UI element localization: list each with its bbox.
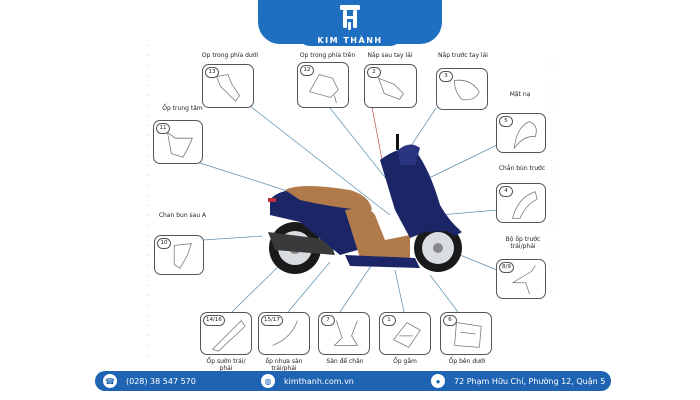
- part-box-4[interactable]: 4: [496, 183, 546, 223]
- part-label-11: Ốp trung tâm: [162, 105, 203, 112]
- part-box-14-16[interactable]: 14/16: [200, 312, 252, 355]
- guide-line-right: [551, 60, 553, 300]
- part-label-3: Nắp trước tay lái: [438, 52, 488, 59]
- part-number-2: 2: [367, 67, 381, 78]
- part-number-6: 6: [443, 315, 457, 326]
- brand-name: KIM THÀNH: [317, 36, 383, 45]
- part-box-8-9[interactable]: 8/9: [496, 259, 546, 299]
- part-box-12[interactable]: 12: [297, 62, 349, 108]
- part-box-10[interactable]: 10: [154, 235, 204, 275]
- part-number-8-9: 8/9: [499, 262, 514, 273]
- part-box-7[interactable]: 7: [318, 312, 370, 355]
- lower-side-cover-sketch-icon: [454, 322, 482, 348]
- part-box-6[interactable]: 6: [440, 312, 492, 355]
- footer-website[interactable]: ◍ kimthanh.com.vn: [261, 371, 354, 391]
- phone-number: (028) 38 547 570: [126, 376, 196, 386]
- rear-fender-sketch-icon: [173, 243, 192, 269]
- side-panel-sketch-icon: [211, 320, 246, 352]
- part-number-14-16: 14/16: [203, 315, 225, 326]
- part-label-13: Op trong phía dưới: [201, 52, 259, 59]
- part-number-1: 1: [382, 315, 396, 326]
- th-monogram-logo-icon: [340, 5, 360, 30]
- front-mask-sketch-icon: [513, 121, 537, 150]
- part-label-4: Chắn bùn trước: [498, 165, 546, 172]
- part-box-15-17[interactable]: 15/17: [258, 312, 310, 355]
- part-label-15-17: ốp nhựa sàn trái/phải: [265, 358, 303, 372]
- part-label-12: Op trong phía trên: [299, 52, 356, 59]
- part-number-13: 13: [205, 67, 219, 78]
- part-label-5: Mặt nạ: [509, 91, 531, 98]
- part-label-2: Nắp sau tay lái: [367, 52, 413, 59]
- inner-lower-panel-sketch-icon: [216, 74, 240, 102]
- part-box-13[interactable]: 13: [202, 64, 254, 108]
- rear-handlebar-cover-sketch-icon: [377, 77, 404, 100]
- part-number-12: 12: [300, 65, 314, 76]
- footer-address[interactable]: ● 72 Phạm Hữu Chí, Phường 12, Quận 5: [431, 371, 605, 391]
- part-label-14-16: Ốp sườn trái/ phải: [206, 358, 246, 372]
- scooter-illustration: [268, 134, 462, 274]
- part-number-7: 7: [321, 315, 335, 326]
- part-label-6: Ốp bên dưới: [448, 358, 486, 365]
- footrest-floor-sketch-icon: [333, 320, 359, 346]
- floor-side-trim-sketch-icon: [272, 320, 298, 346]
- location-pin-icon: ●: [431, 374, 445, 388]
- front-side-cover-sketch-icon: [512, 265, 536, 295]
- address-text: 72 Phạm Hữu Chí, Phường 12, Quận 5: [454, 376, 606, 386]
- part-label-10: Chan bun sau A: [158, 212, 207, 219]
- front-fender-sketch-icon: [511, 191, 538, 219]
- part-number-4: 4: [499, 186, 513, 197]
- footer-phone[interactable]: ☎ (028) 38 547 570: [103, 371, 196, 391]
- center-cover-sketch-icon: [166, 131, 193, 158]
- part-label-7: Sàn để chân: [326, 358, 364, 365]
- part-box-11[interactable]: 11: [153, 120, 203, 164]
- website-link: kimthanh.com.vn: [284, 376, 354, 386]
- inner-upper-panel-sketch-icon: [309, 74, 339, 104]
- phone-icon: ☎: [103, 374, 117, 388]
- part-label-8-9: Bộ ốp trước trái/phải: [505, 236, 541, 250]
- part-number-3: 3: [439, 71, 453, 82]
- part-number-11: 11: [156, 123, 170, 134]
- part-number-15-17: 15/17: [261, 315, 283, 326]
- underbody-cover-sketch-icon: [392, 322, 421, 348]
- part-box-5[interactable]: 5: [496, 113, 546, 153]
- part-label-1: Ốp gầm: [393, 358, 417, 365]
- globe-icon: ◍: [261, 374, 275, 388]
- part-number-5: 5: [499, 116, 513, 127]
- part-box-1[interactable]: 1: [379, 312, 431, 355]
- part-number-10: 10: [157, 238, 171, 249]
- guide-line-left: [146, 45, 148, 365]
- front-handlebar-cover-sketch-icon: [453, 79, 480, 101]
- part-box-3[interactable]: 3: [436, 68, 488, 110]
- part-box-2[interactable]: 2: [364, 64, 417, 108]
- contact-footer-bar: ☎ (028) 38 547 570 ◍ kimthanh.com.vn ● 7…: [95, 371, 611, 391]
